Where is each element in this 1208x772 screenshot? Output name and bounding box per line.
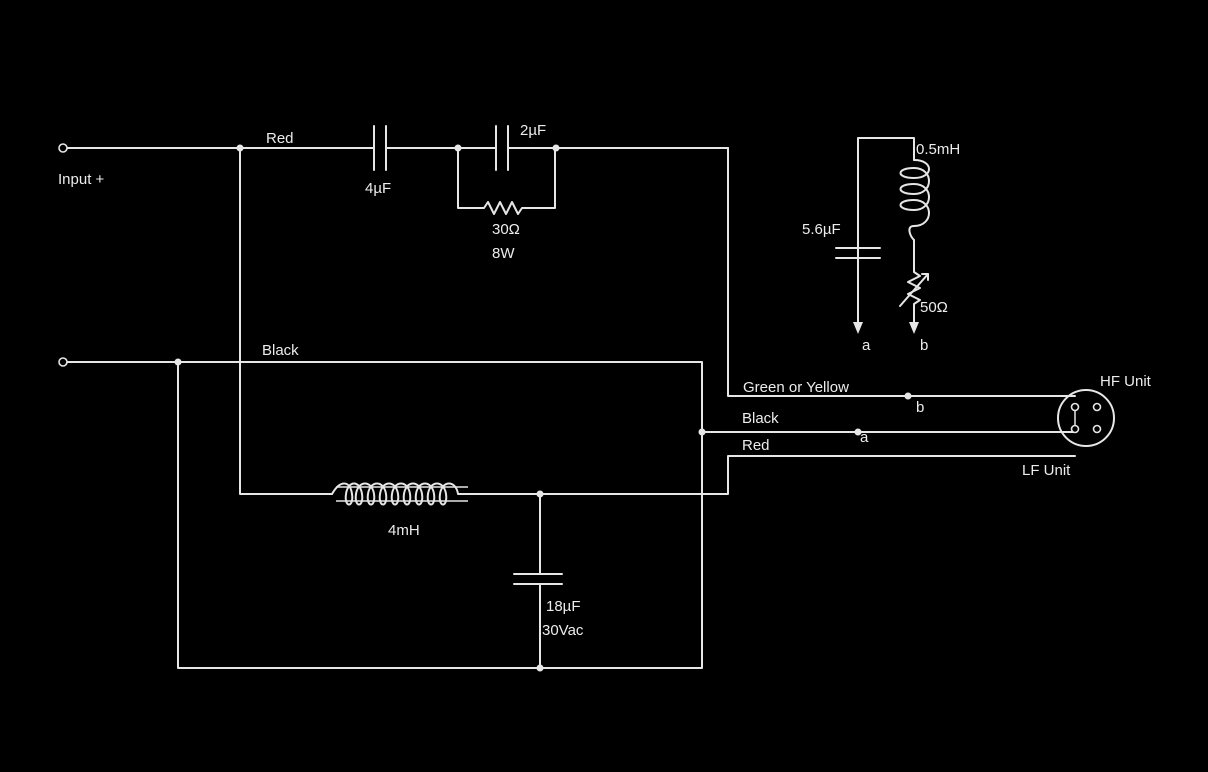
input-plus-label: Input + <box>58 171 105 188</box>
lf-unit-label: LF Unit <box>1022 462 1071 479</box>
red-lf-wire <box>471 455 1076 495</box>
arrow-a-label: a <box>862 337 871 354</box>
res-30-label: 30Ω <box>492 221 520 238</box>
lf-feed-wire <box>239 147 333 495</box>
capacitor-4uf <box>373 125 387 171</box>
cap-56uf-label: 5.6µF <box>802 221 841 238</box>
junction-dot <box>174 358 182 366</box>
capacitor-18uf <box>513 493 563 669</box>
res-8w-label: 8W <box>492 245 515 262</box>
junction-b-label: b <box>916 399 924 416</box>
red-right-label: Red <box>742 437 770 454</box>
cap-30vac-label: 30Vac <box>542 622 584 639</box>
black-return-loop <box>66 361 703 669</box>
capacitor-2uf <box>495 125 509 171</box>
ind-05mh-label: 0.5mH <box>916 141 960 158</box>
hf-lf-connector <box>1057 389 1115 447</box>
input-minus-terminal <box>58 357 68 367</box>
junction-b-dot <box>904 392 912 400</box>
cap-2uf-label: 2µF <box>520 122 546 139</box>
hf-unit-label: HF Unit <box>1100 373 1152 390</box>
input-plus-terminal <box>58 143 68 153</box>
inductor-4mh <box>331 482 473 506</box>
cap-18uf-label: 18µF <box>546 598 581 615</box>
green-yellow-wire <box>727 147 1076 397</box>
resistor-30-ohm <box>457 147 556 215</box>
black-wire-label: Black <box>262 342 299 359</box>
junction-a-dot <box>854 428 862 436</box>
black-right-label: Black <box>742 410 779 427</box>
ind-4mh-label: 4mH <box>388 522 420 539</box>
res-50-label: 50Ω <box>920 299 948 316</box>
red-wire-label: Red <box>266 130 294 147</box>
green-yellow-label: Green or Yellow <box>743 379 849 396</box>
arrow-b-label: b <box>920 337 928 354</box>
cap-4uf-label: 4µF <box>365 180 391 197</box>
junction-dot <box>698 428 706 436</box>
junction-a-label: a <box>860 429 869 446</box>
junction-dot <box>536 664 544 672</box>
notch-filter-network <box>835 137 930 334</box>
